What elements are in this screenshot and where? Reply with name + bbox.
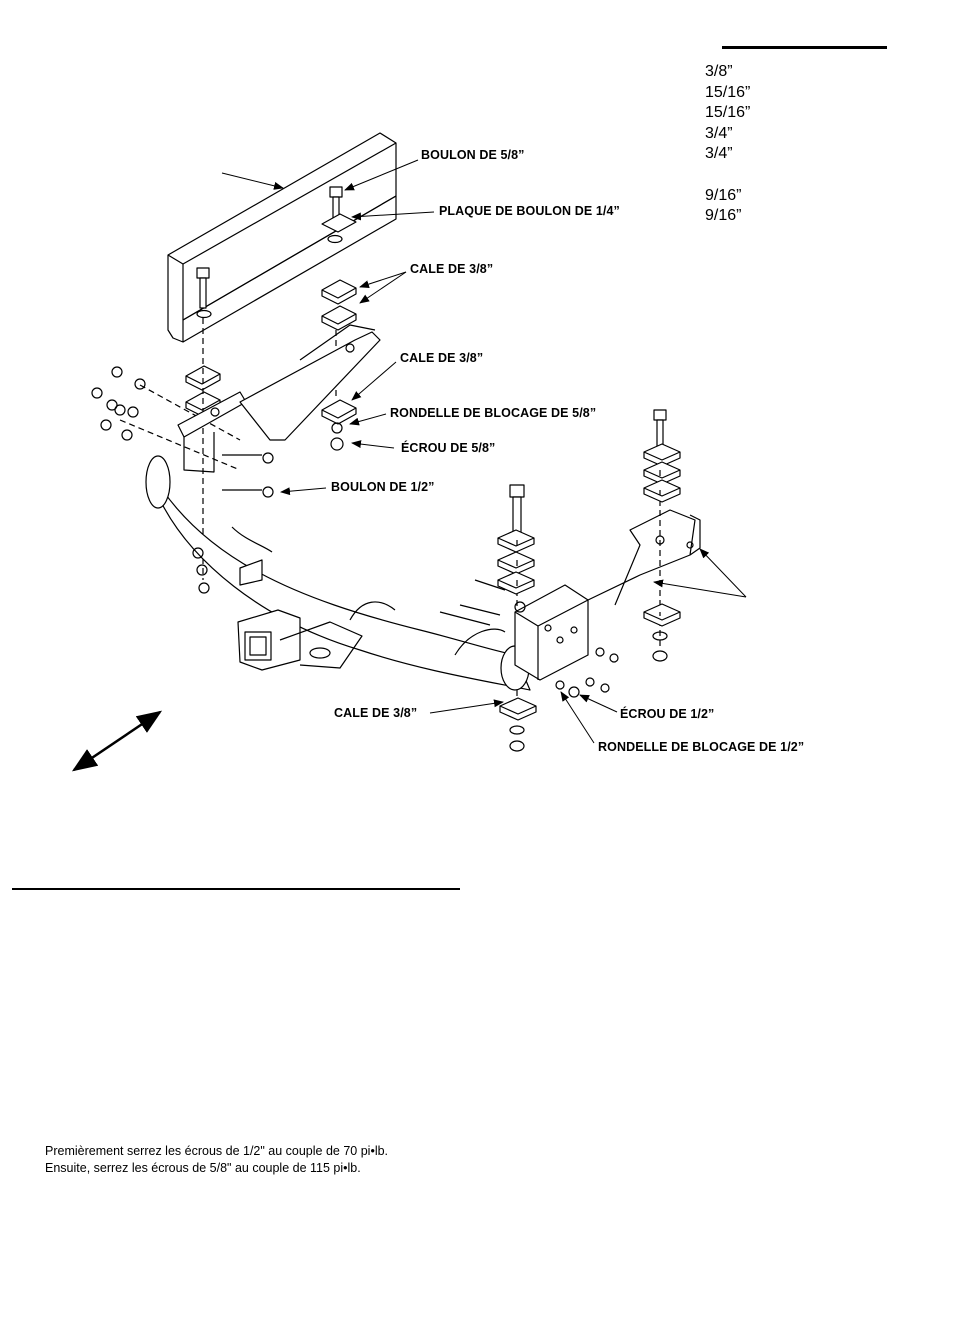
wrench-size: 3/4” xyxy=(705,124,733,142)
right-hardware xyxy=(643,409,681,662)
label-shim-3-8: CALE DE 3/8” xyxy=(400,351,484,365)
frame-bolts xyxy=(196,186,357,309)
label-shim-3-8: CALE DE 3/8” xyxy=(410,262,494,276)
wrench-size: 3/4” xyxy=(705,145,733,163)
mid-left-rule xyxy=(12,888,460,890)
torque-line: Premièrement serrez les écrous de 1/2" a… xyxy=(45,1144,389,1158)
label-shim-3-8: CALE DE 3/8” xyxy=(334,706,418,720)
leader-lines xyxy=(221,159,747,744)
wrench-size: 9/16” xyxy=(705,207,742,225)
label-bolt-plate-1-4: PLAQUE DE BOULON DE 1/4” xyxy=(439,204,620,218)
label-nut-1-2: ÉCROU DE 1/2” xyxy=(620,707,715,721)
center-right-hardware xyxy=(497,484,537,752)
wrench-size: 15/16” xyxy=(705,104,751,122)
label-bolt-5-8: BOULON DE 5/8” xyxy=(421,148,525,162)
label-lock-washer-5-8: RONDELLE DE BLOCAGE DE 5/8” xyxy=(390,406,597,420)
label-bolt-1-2: BOULON DE 1/2” xyxy=(331,480,435,494)
crossbar-tube xyxy=(145,455,531,691)
label-lock-washer-1-2: RONDELLE DE BLOCAGE DE 1/2” xyxy=(598,740,805,754)
right-bracket xyxy=(514,509,701,681)
torque-line: Ensuite, serrez les écrous de 5/8" au co… xyxy=(45,1161,361,1175)
receiver-tube xyxy=(237,559,363,671)
wrench-size: 9/16” xyxy=(705,186,742,204)
left-bracket xyxy=(177,324,381,473)
label-nut-5-8: ÉCROU DE 5/8” xyxy=(401,441,496,455)
torque-instructions: Premièrement serrez les écrous de 1/2" a… xyxy=(45,1143,388,1177)
direction-arrow-icon xyxy=(71,710,163,772)
wrench-size: 3/8” xyxy=(705,63,733,80)
wrench-size: 15/16” xyxy=(705,83,751,101)
top-right-rule xyxy=(722,46,887,49)
frame-rail xyxy=(167,132,397,343)
wrench-size-list: 3/8” 15/16” 15/16” 3/4” 3/4” 9/16” 9/16” xyxy=(705,62,750,227)
